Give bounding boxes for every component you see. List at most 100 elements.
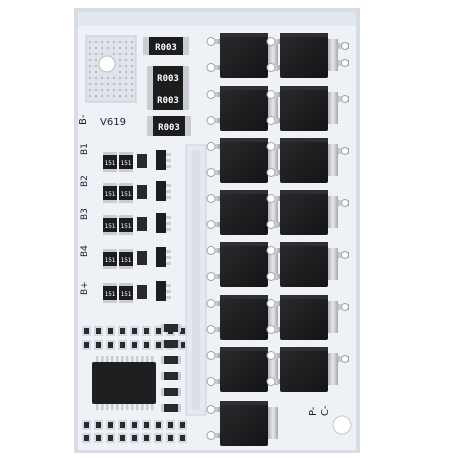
edge-pad xyxy=(337,355,349,363)
smd-transistor xyxy=(137,150,171,170)
smd-part xyxy=(82,420,91,430)
smd-part xyxy=(154,340,163,350)
edge-pads xyxy=(337,42,349,363)
mounting-hole xyxy=(332,415,352,435)
smd-marking: 151 xyxy=(105,191,116,198)
smd-part xyxy=(106,420,115,430)
mosfet xyxy=(266,242,338,287)
smd-part xyxy=(82,433,91,443)
edge-pad xyxy=(337,147,349,155)
smd-transistor xyxy=(137,181,171,201)
mosfet xyxy=(266,33,338,78)
smd-part xyxy=(142,340,151,350)
edge-pad xyxy=(337,42,349,50)
smd-part xyxy=(94,340,103,350)
smd-part xyxy=(154,420,163,430)
smd-part xyxy=(118,340,127,350)
smd-marking: 151 xyxy=(121,160,132,167)
smd-part xyxy=(178,326,187,336)
smd-resistor: 151 xyxy=(119,183,133,203)
sense-resistor: R003 xyxy=(147,88,189,110)
smd-marking: 151 xyxy=(121,223,132,230)
smd-part xyxy=(82,326,91,336)
smd-component-group: 151 151 151 151 151 151 151 151 151 151 xyxy=(103,150,171,303)
smd-marking: 151 xyxy=(105,257,116,264)
smd-marking: 151 xyxy=(105,223,116,230)
smd-part xyxy=(130,420,139,430)
label-b-minus: B- xyxy=(78,114,89,125)
smd-marking: 151 xyxy=(105,160,116,167)
mosfet xyxy=(266,190,338,235)
smd-marking: 151 xyxy=(121,257,132,264)
edge-pad xyxy=(337,303,349,311)
resistor-label: R003 xyxy=(157,74,179,84)
label-b-plus: B+ xyxy=(80,281,90,295)
mosfet xyxy=(266,347,338,392)
smd-part xyxy=(130,326,139,336)
smd-resistor: 151 xyxy=(119,249,133,269)
smd-part xyxy=(130,340,139,350)
smd-resistor: 151 xyxy=(103,283,117,303)
smd-resistor: 151 xyxy=(103,183,117,203)
smd-part xyxy=(130,433,139,443)
smd-part xyxy=(118,326,127,336)
smd-part xyxy=(161,404,181,412)
smd-transistor xyxy=(137,247,171,267)
edge-pad xyxy=(337,95,349,103)
smd-part xyxy=(118,433,127,443)
edge-pad xyxy=(337,251,349,259)
resistor-label: R003 xyxy=(157,96,179,106)
smd-part xyxy=(106,340,115,350)
smd-transistor xyxy=(137,213,171,233)
smd-component-group xyxy=(82,324,187,443)
smd-part xyxy=(142,420,151,430)
smd-part xyxy=(142,433,151,443)
smd-part xyxy=(166,420,175,430)
mosfet xyxy=(206,242,278,287)
mosfet xyxy=(206,33,278,78)
smd-marking: 151 xyxy=(121,291,132,298)
sense-resistor: R003 xyxy=(147,66,189,88)
smd-part xyxy=(161,356,181,364)
label-b2: B2 xyxy=(80,175,90,187)
label-version: V619 xyxy=(100,117,126,128)
smd-resistor: 151 xyxy=(119,283,133,303)
resistor-label: R003 xyxy=(158,123,180,133)
edge-pad xyxy=(337,59,349,67)
smd-resistor: 151 xyxy=(119,152,133,172)
smd-part xyxy=(178,420,187,430)
protection-ic xyxy=(92,356,156,410)
solder-pad-grid xyxy=(85,35,137,103)
sense-resistor: R003 xyxy=(143,37,189,55)
sense-resistor: R003 xyxy=(147,116,191,136)
label-b3: B3 xyxy=(80,208,90,220)
mosfet xyxy=(206,138,278,183)
resistor-label: R003 xyxy=(155,43,177,53)
label-c-minus: C- xyxy=(320,405,331,416)
smd-part xyxy=(161,388,181,396)
mosfet xyxy=(206,347,278,392)
smd-resistor: 151 xyxy=(103,152,117,172)
smd-marking: 151 xyxy=(121,191,132,198)
smd-part xyxy=(178,433,187,443)
smd-part xyxy=(178,340,187,350)
copper-trace xyxy=(185,144,207,416)
mosfet xyxy=(266,86,338,131)
mosfet xyxy=(206,86,278,131)
smd-part xyxy=(161,372,181,380)
label-p-minus: P- xyxy=(308,406,319,416)
smd-transistor xyxy=(137,281,171,301)
smd-part xyxy=(94,326,103,336)
edge-pad xyxy=(337,199,349,207)
label-b4: B4 xyxy=(80,245,90,257)
smd-resistor: 151 xyxy=(119,215,133,235)
mosfet-array xyxy=(206,33,338,446)
smd-resistor: 151 xyxy=(103,249,117,269)
mosfet xyxy=(266,138,338,183)
mosfet xyxy=(206,401,278,446)
smd-resistor: 151 xyxy=(103,215,117,235)
smd-part xyxy=(94,433,103,443)
smd-part xyxy=(154,326,163,336)
mosfet xyxy=(266,295,338,340)
